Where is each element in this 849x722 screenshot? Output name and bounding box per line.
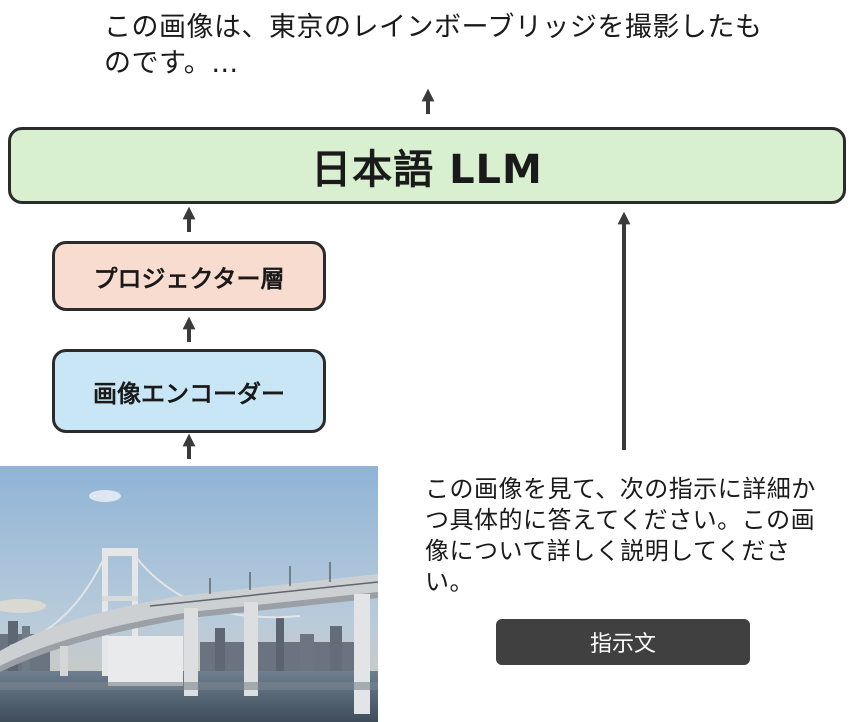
projector-label: プロジェクター層 (93, 264, 285, 293)
llm-output-text: この画像は、東京のレインボーブリッジを撮影したものです。… (104, 12, 763, 79)
llm-label: 日本語 LLM (311, 146, 543, 193)
instruction-prompt-text: この画像を見て、次の指示に詳細かつ具体的に答えてください。この画像について詳しく… (425, 475, 816, 596)
encoder-label: 画像エンコーダー (93, 379, 285, 408)
japanese-llm-box: 日本語 LLM (8, 127, 846, 204)
projector-layer-box: プロジェクター層 (52, 241, 326, 311)
instruction-tag: 指示文 (496, 619, 750, 665)
rainbow-bridge-photo (0, 466, 378, 722)
image-encoder-box: 画像エンコーダー (52, 349, 326, 433)
instruction-tag-label: 指示文 (589, 632, 656, 657)
